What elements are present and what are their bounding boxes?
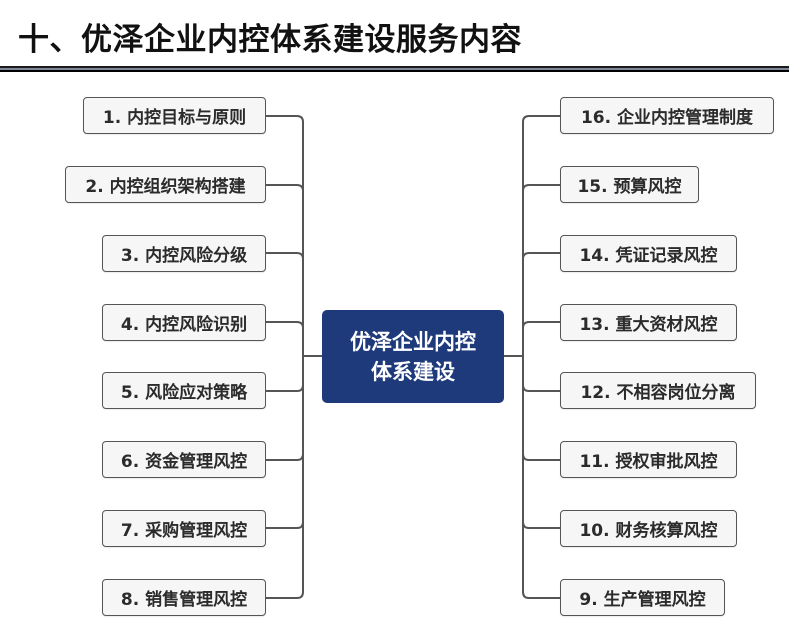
topic-node-7[interactable]: 7. 采购管理风控 [102, 510, 266, 547]
topic-node-6[interactable]: 6. 资金管理风控 [102, 441, 266, 478]
topic-node-1[interactable]: 1. 内控目标与原则 [83, 97, 266, 134]
topic-node-9[interactable]: 9. 生产管理风控 [560, 579, 725, 616]
topic-node-8[interactable]: 8. 销售管理风控 [102, 579, 266, 616]
topic-node-3[interactable]: 3. 内控风险分级 [102, 235, 266, 272]
central-topic-line1: 优泽企业内控 [350, 329, 476, 354]
title-divider-bottom [0, 70, 789, 72]
topic-node-12[interactable]: 12. 不相容岗位分离 [560, 372, 756, 409]
topic-node-13[interactable]: 13. 重大资材风控 [560, 304, 737, 341]
topic-node-2[interactable]: 2. 内控组织架构搭建 [65, 166, 266, 203]
title-divider [0, 66, 789, 68]
topic-node-11[interactable]: 11. 授权审批风控 [560, 441, 737, 478]
topic-node-15[interactable]: 15. 预算风控 [560, 166, 699, 203]
topic-node-16[interactable]: 16. 企业内控管理制度 [560, 97, 774, 134]
title-divider-middle [0, 68, 789, 70]
central-topic-line2: 体系建设 [371, 359, 455, 384]
topic-node-14[interactable]: 14. 凭证记录风控 [560, 235, 737, 272]
topic-node-5[interactable]: 5. 风险应对策略 [102, 372, 266, 409]
topic-node-10[interactable]: 10. 财务核算风控 [560, 510, 737, 547]
page-title: 十、优泽企业内控体系建设服务内容 [18, 22, 522, 58]
topic-node-4[interactable]: 4. 内控风险识别 [102, 304, 266, 341]
central-topic[interactable]: 优泽企业内控 体系建设 [322, 310, 504, 403]
